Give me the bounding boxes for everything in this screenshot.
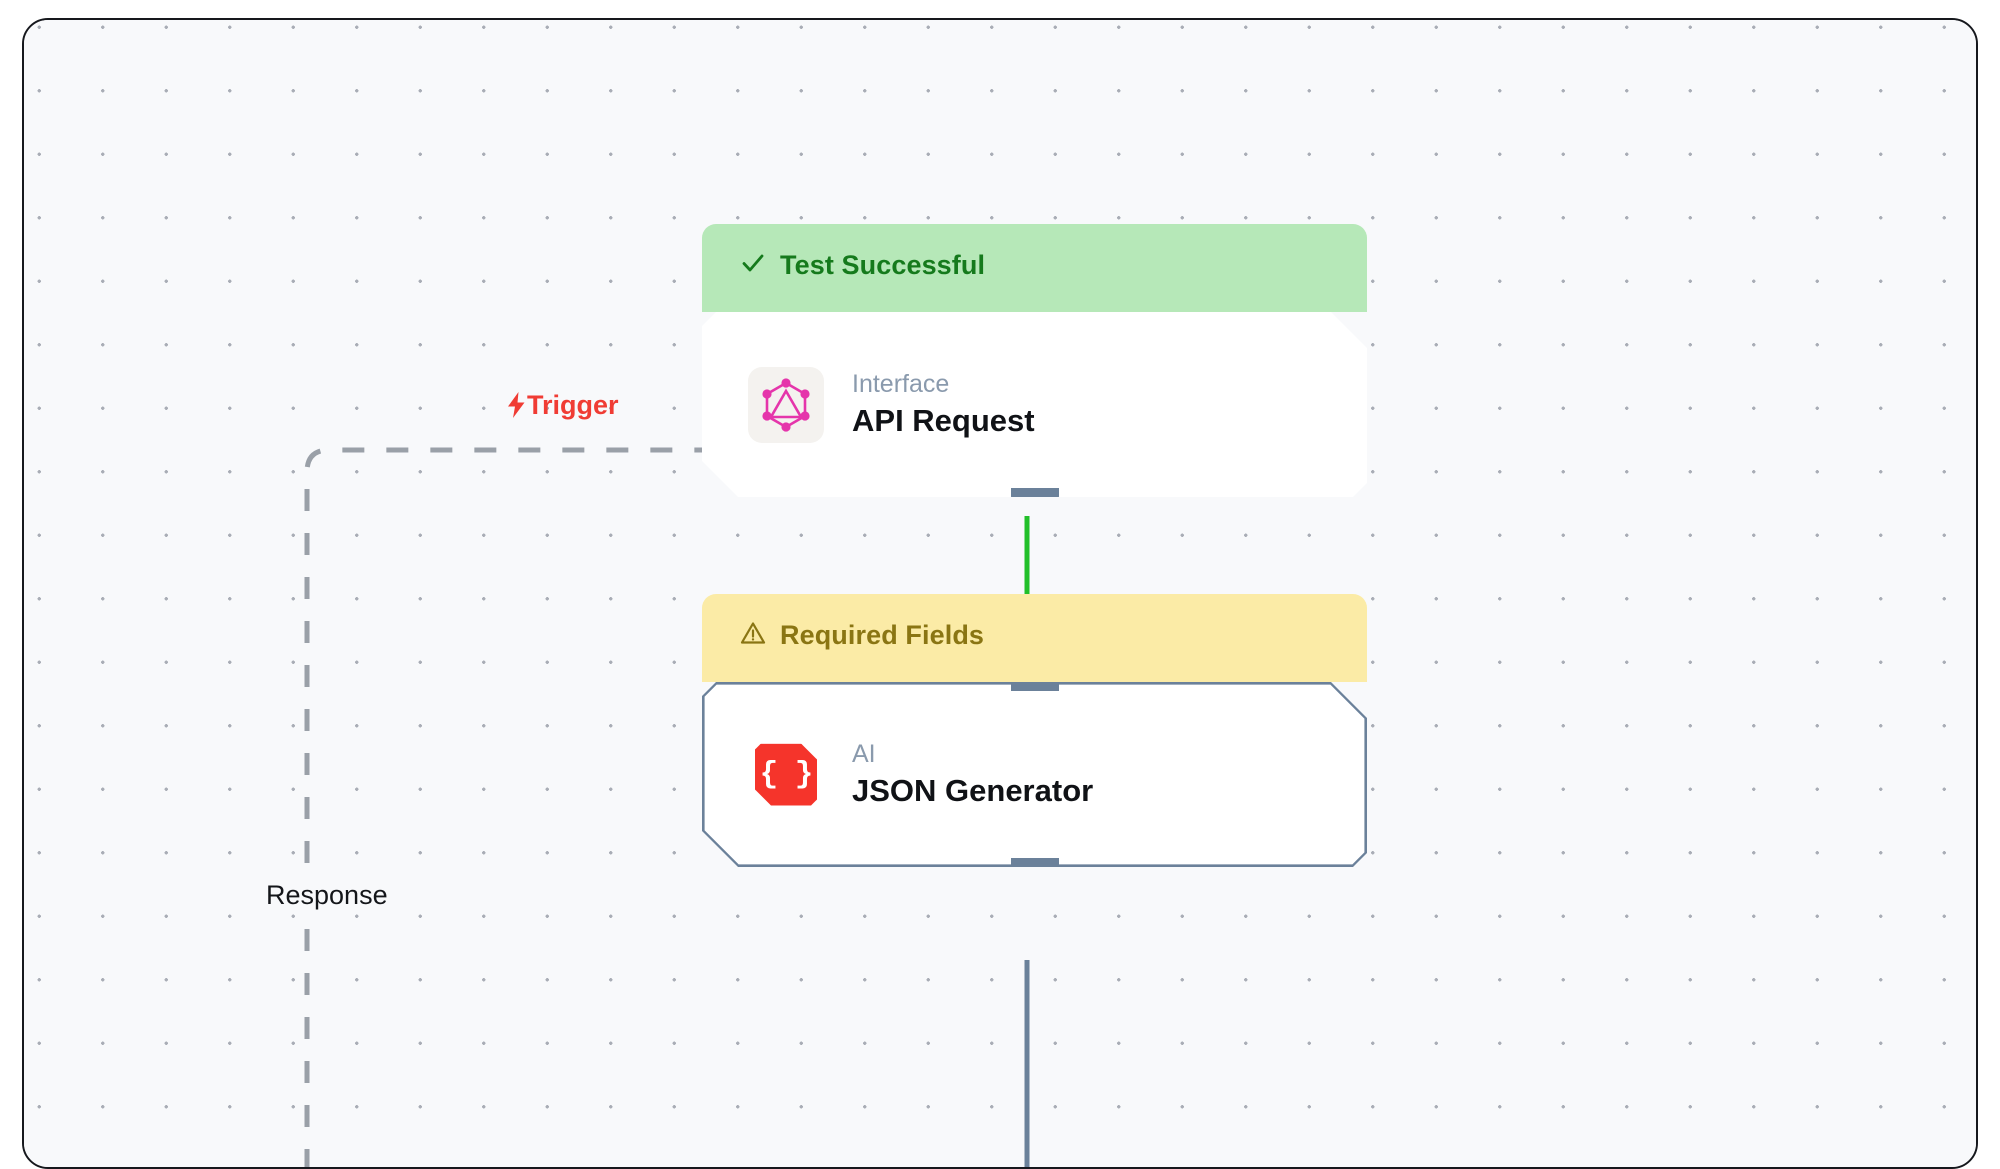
node-card-json-generator[interactable]: { } AI JSON Generator (702, 682, 1367, 867)
status-badge-test-successful: Test Successful (702, 224, 1367, 312)
node-text-block: Interface API Request (852, 369, 1035, 441)
node-title-label: API Request (852, 402, 1035, 438)
edge-label-trigger: Trigger (507, 390, 619, 421)
node-text-block: AI JSON Generator (852, 739, 1093, 811)
json-braces-icon: { } (755, 744, 817, 806)
trigger-label-text: Trigger (527, 390, 619, 420)
node-title-label: JSON Generator (852, 772, 1094, 808)
lightning-bolt-icon (507, 392, 526, 419)
node-json-generator[interactable]: Required Fields { } AI JSON Generator (702, 594, 1367, 867)
node-kind-label: Interface (852, 369, 950, 398)
edge-label-response: Response (256, 877, 398, 914)
status-badge-label: Required Fields (780, 619, 985, 650)
node-kind-label: AI (852, 739, 876, 768)
node-icon-wrapper (748, 367, 824, 443)
node-api-request[interactable]: Test Successful (702, 224, 1367, 497)
node-icon-wrapper: { } (748, 737, 824, 813)
status-badge-label: Test Successful (780, 249, 986, 280)
graphql-icon (748, 367, 824, 443)
warning-triangle-icon (740, 620, 766, 650)
canvas-frame: Trigger Response Test Successful (22, 18, 1978, 1169)
check-icon (740, 250, 766, 280)
status-badge-required-fields: Required Fields (702, 594, 1367, 682)
node-card-api-request[interactable]: Interface API Request (702, 312, 1367, 497)
